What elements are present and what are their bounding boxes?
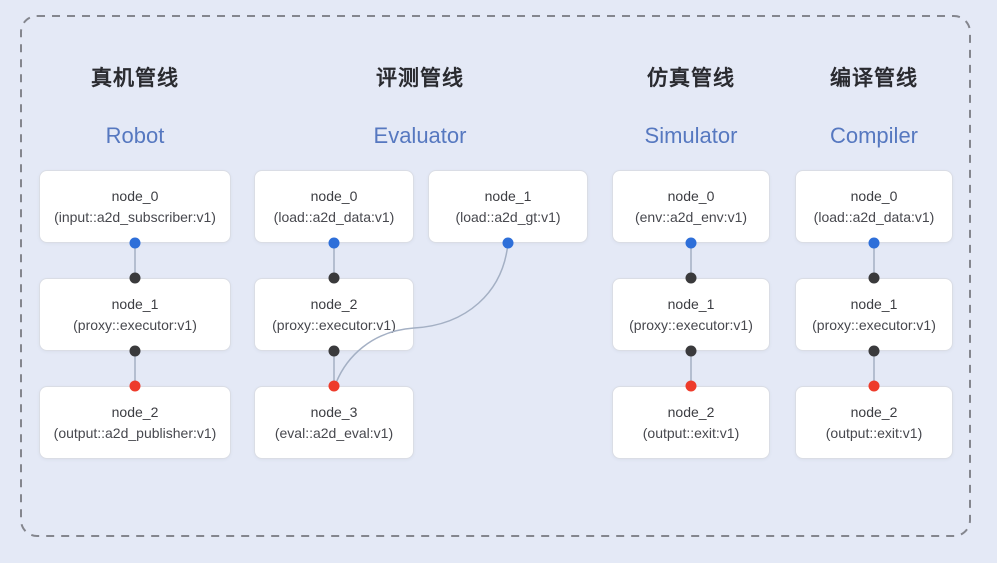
pipeline-title-zh-compiler: 编译管线 <box>830 67 918 90</box>
node-name: node_1 <box>850 295 898 312</box>
node-card-simulator-node0: node_0 (env::a2d_env:v1) <box>612 170 770 243</box>
node-card-compiler-node2: node_2 (output::exit:v1) <box>795 386 953 459</box>
node-name: node_0 <box>111 187 159 204</box>
node-name: node_0 <box>310 187 358 204</box>
pipeline-title-en-simulator: Simulator <box>644 123 738 148</box>
node-type: (input::a2d_subscriber:v1) <box>54 208 216 225</box>
node-name: node_1 <box>111 295 159 312</box>
node-type: (load::a2d_data:v1) <box>813 208 935 225</box>
node-type: (load::a2d_gt:v1) <box>455 208 561 225</box>
node-card-compiler-node1: node_1 (proxy::executor:v1) <box>795 278 953 351</box>
node-type: (proxy::executor:v1) <box>629 316 753 333</box>
node-card-evaluator-node2: node_2 (proxy::executor:v1) <box>254 278 414 351</box>
node-type: (proxy::executor:v1) <box>73 316 197 333</box>
pipeline-title-en-evaluator: Evaluator <box>373 123 467 148</box>
node-type: (output::exit:v1) <box>642 424 740 441</box>
node-name: node_1 <box>484 187 532 204</box>
node-card-robot-node2: node_2 (output::a2d_publisher:v1) <box>39 386 231 459</box>
pipeline-title-zh-evaluator: 评测管线 <box>376 67 464 90</box>
node-card-simulator-node1: node_1 (proxy::executor:v1) <box>612 278 770 351</box>
node-type: (eval::a2d_eval:v1) <box>274 424 394 441</box>
node-card-evaluator-node3: node_3 (eval::a2d_eval:v1) <box>254 386 414 459</box>
pipeline-title-en-compiler: Compiler <box>829 123 919 148</box>
node-type: (proxy::executor:v1) <box>812 316 936 333</box>
node-name: node_2 <box>667 403 715 420</box>
node-type: (output::exit:v1) <box>825 424 923 441</box>
node-card-evaluator-node1: node_1 (load::a2d_gt:v1) <box>428 170 588 243</box>
node-card-robot-node0: node_0 (input::a2d_subscriber:v1) <box>39 170 231 243</box>
node-name: node_0 <box>850 187 898 204</box>
pipeline-title-zh-simulator: 仿真管线 <box>647 67 735 90</box>
node-name: node_0 <box>667 187 715 204</box>
node-type: (proxy::executor:v1) <box>272 316 396 333</box>
node-card-compiler-node0: node_0 (load::a2d_data:v1) <box>795 170 953 243</box>
node-name: node_2 <box>850 403 898 420</box>
node-card-robot-node1: node_1 (proxy::executor:v1) <box>39 278 231 351</box>
node-type: (output::a2d_publisher:v1) <box>53 424 217 441</box>
node-type: (env::a2d_env:v1) <box>634 208 748 225</box>
node-card-evaluator-node0: node_0 (load::a2d_data:v1) <box>254 170 414 243</box>
pipeline-title-en-robot: Robot <box>105 123 165 148</box>
node-type: (load::a2d_data:v1) <box>273 208 395 225</box>
node-name: node_2 <box>310 295 358 312</box>
node-name: node_2 <box>111 403 159 420</box>
pipeline-title-zh-robot: 真机管线 <box>91 67 179 90</box>
node-card-simulator-node2: node_2 (output::exit:v1) <box>612 386 770 459</box>
node-name: node_3 <box>310 403 358 420</box>
node-name: node_1 <box>667 295 715 312</box>
